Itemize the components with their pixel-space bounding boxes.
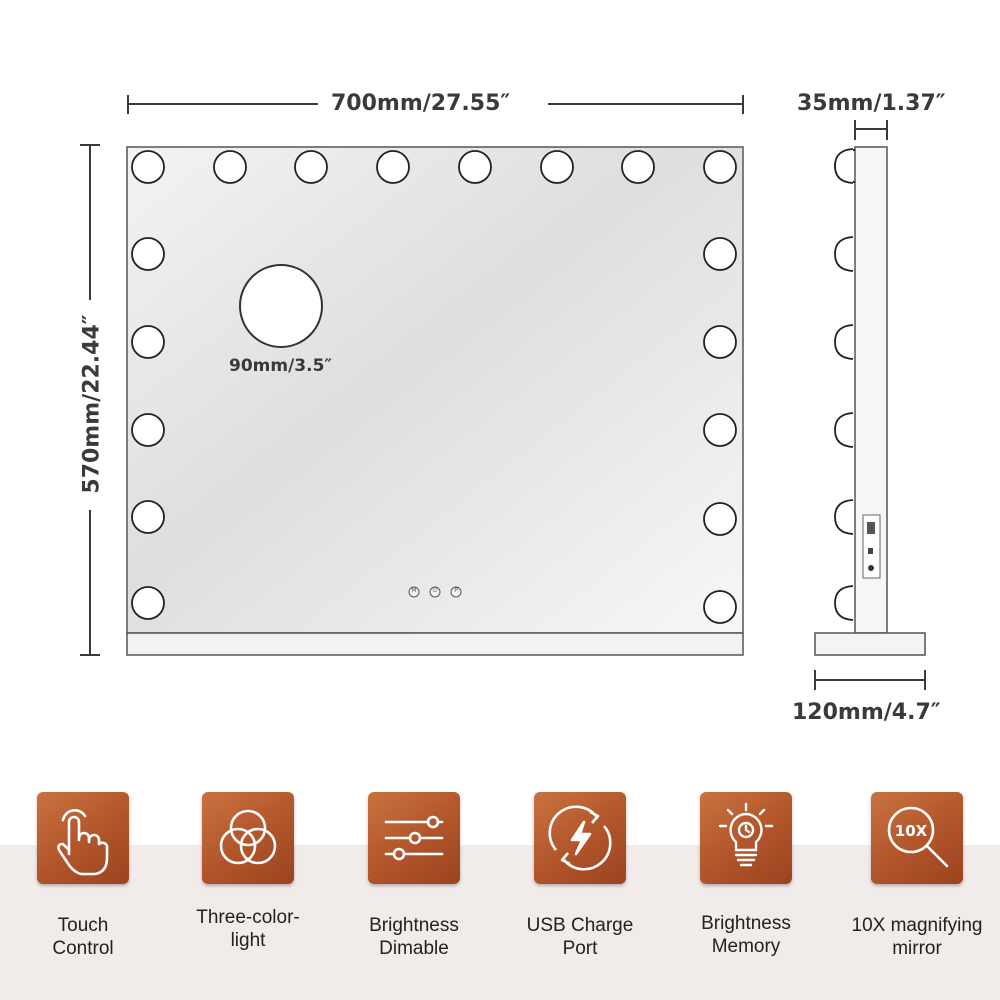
feature-label-line1: Brightness xyxy=(701,913,791,934)
feature-label-line1: Brightness xyxy=(369,915,459,936)
feature-label-line2: Memory xyxy=(711,936,781,957)
depth-label: 35mm/1.37″ xyxy=(797,91,946,116)
mirror-front-view xyxy=(126,146,744,656)
feature-10x-magnifying-mirror: 10X 10X magnifying mirror xyxy=(847,792,987,960)
memory-bulb-icon xyxy=(700,792,792,884)
feature-brightness-dimable: Brightness Dimable xyxy=(349,792,479,960)
feature-band-background xyxy=(0,845,1000,1000)
height-dimension-line xyxy=(80,144,100,656)
width-dimension-line xyxy=(127,95,744,114)
bulbs xyxy=(131,150,737,624)
m-button: M xyxy=(411,587,417,594)
touch-buttons xyxy=(408,586,462,598)
feature-label-line2: Port xyxy=(562,938,598,959)
feature-label-line1: Touch xyxy=(57,915,109,936)
power-button: ⏻ xyxy=(432,587,438,594)
mirror-dimension-drawing xyxy=(80,95,926,690)
feature-touch-control: Touch Control xyxy=(18,792,148,960)
magnifier-badge: 10X xyxy=(894,822,928,840)
sliders-icon xyxy=(368,792,460,884)
touch-icon xyxy=(37,792,129,884)
feature-three-color-light: Three-color- light xyxy=(183,792,313,952)
mirror-side-view xyxy=(814,146,926,656)
p-button: P xyxy=(454,587,458,594)
feature-label-line1: Three-color- xyxy=(196,907,300,928)
feature-label-line2: light xyxy=(230,930,266,951)
feature-label-line2: Control xyxy=(52,938,114,959)
magnifier-label: 90mm/3.5″ xyxy=(229,356,333,376)
feature-label-line2: Dimable xyxy=(379,938,449,959)
base-dimension-line xyxy=(814,670,926,690)
height-label: 570mm/22.44″ xyxy=(79,314,105,494)
usb-charge-icon xyxy=(534,792,626,884)
three-color-icon xyxy=(202,792,294,884)
feature-usb-charge-port: USB Charge Port xyxy=(515,792,645,960)
depth-dimension-line xyxy=(854,120,888,140)
magnifier-icon: 10X xyxy=(871,792,963,884)
feature-label-line2: mirror xyxy=(892,938,942,959)
width-label: 700mm/27.55″ xyxy=(331,91,511,116)
feature-label-line1: 10X magnifying xyxy=(851,915,983,936)
feature-label-line1: USB Charge xyxy=(526,915,634,936)
feature-brightness-memory: Brightness Memory xyxy=(681,792,811,958)
base-label: 120mm/4.7″ xyxy=(792,700,941,725)
magnifying-mirror xyxy=(239,264,323,348)
